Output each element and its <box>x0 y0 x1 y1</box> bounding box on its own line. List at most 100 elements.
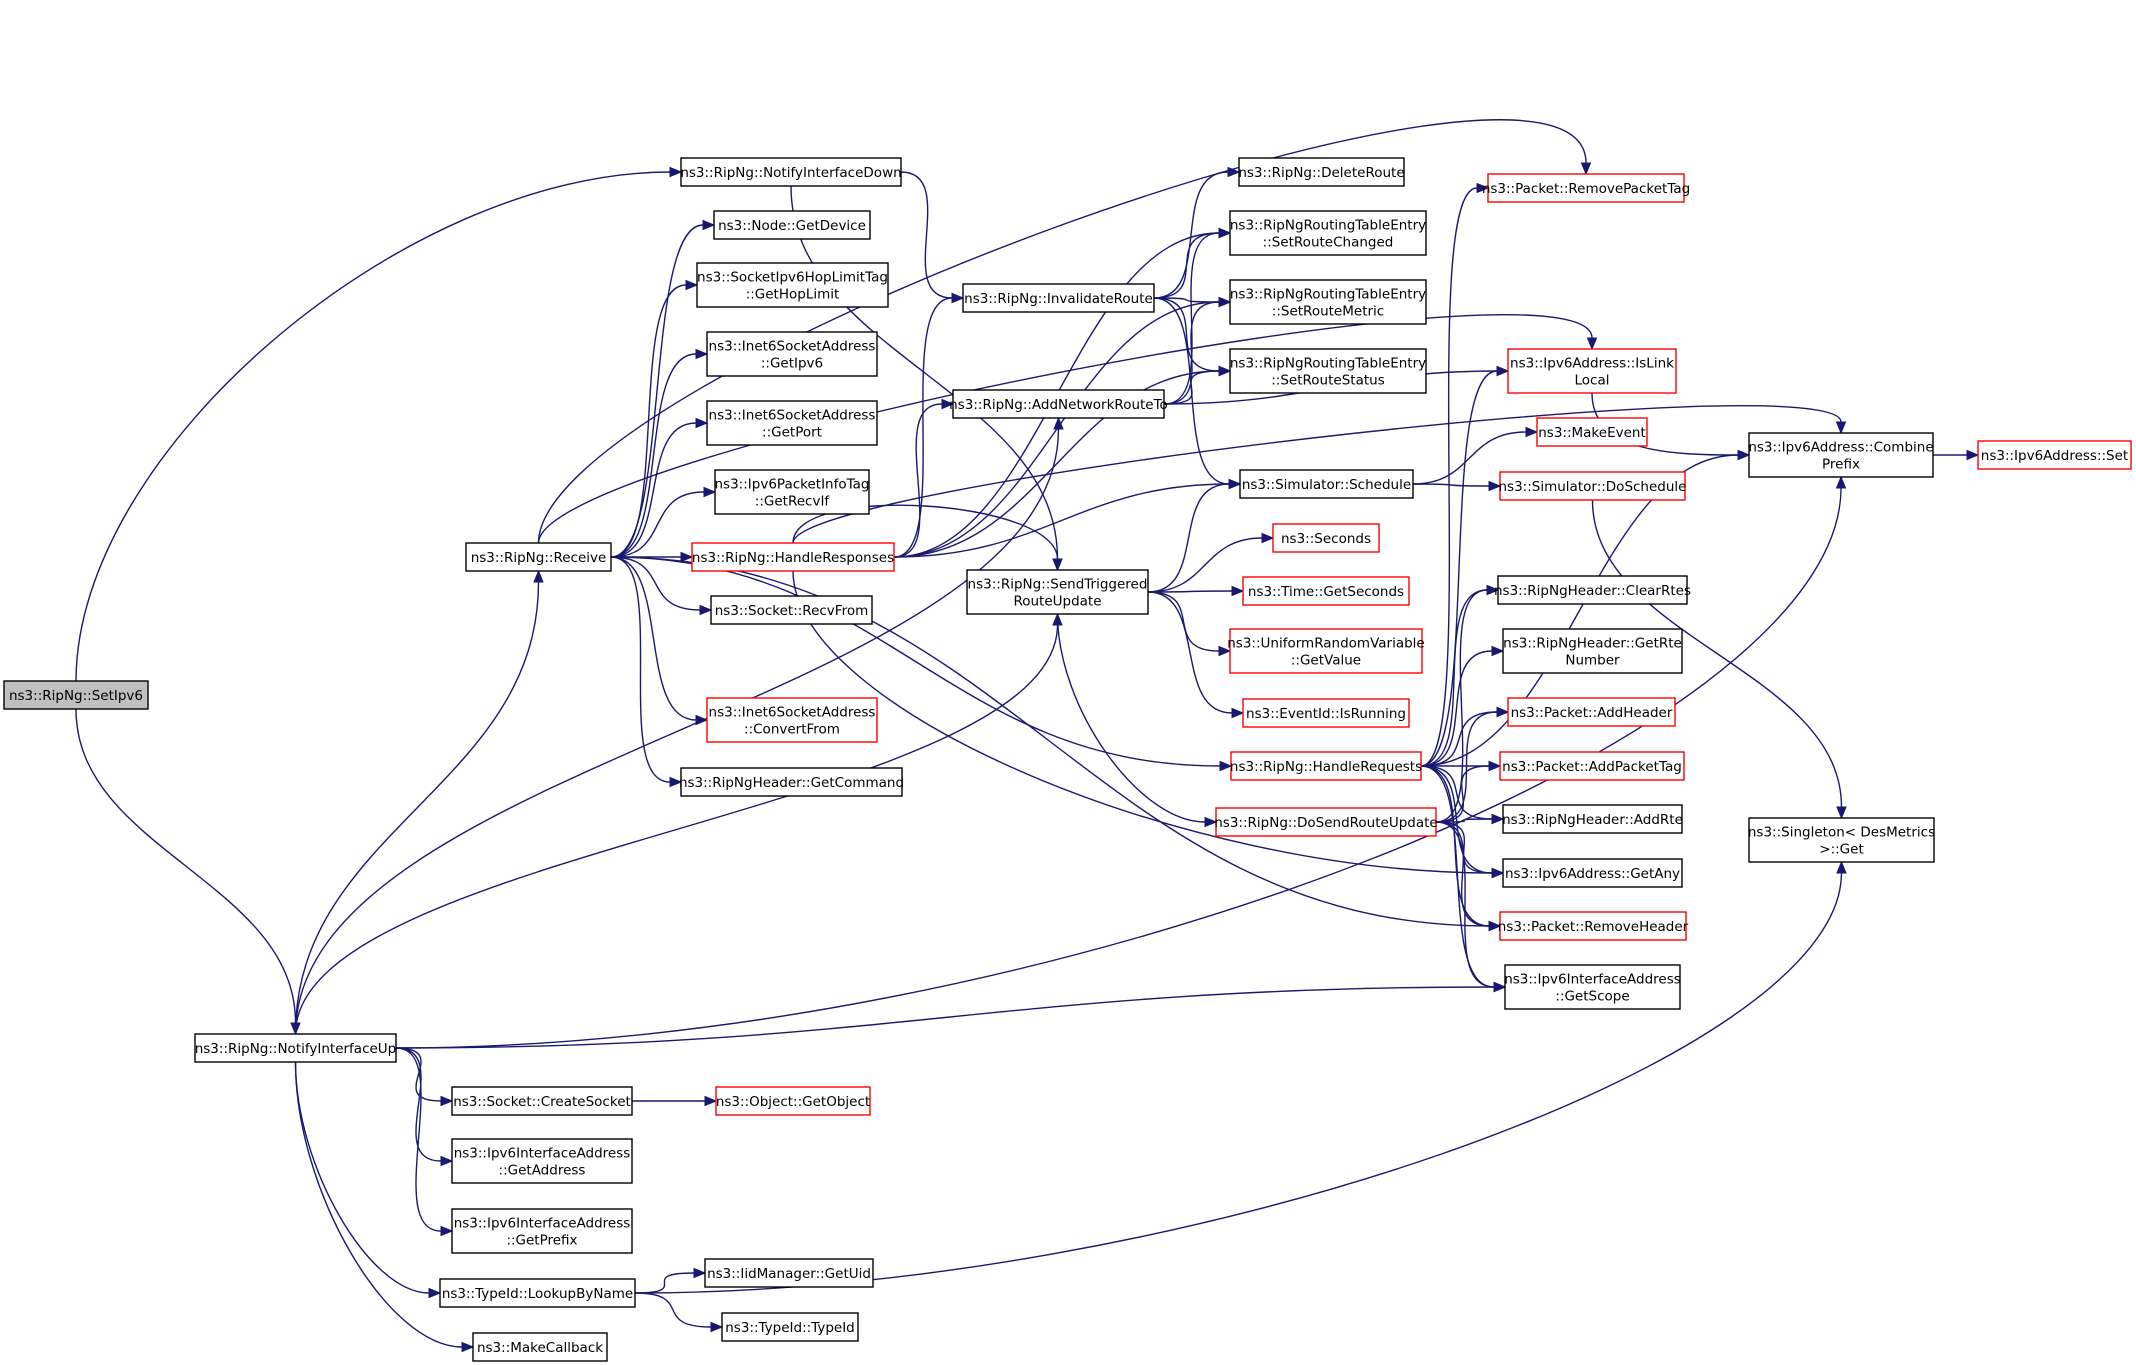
function-node-addpackettag[interactable]: ns3::Packet::AddPacketTag <box>1499 751 1685 781</box>
edge-line <box>1153 171 1229 299</box>
function-node-isrunning[interactable]: ns3::EventId::IsRunning <box>1242 698 1410 728</box>
node-label: ns3::RipNgRoutingTableEntry <box>1230 287 1426 303</box>
function-node-getuid[interactable]: ns3::IidManager::GetUid <box>704 1258 874 1288</box>
function-node-singletonget[interactable]: ns3::Singleton< DesMetrics >::Get <box>1748 817 1935 863</box>
arrowhead <box>461 1341 475 1353</box>
function-node-getany[interactable]: ns3::Ipv6Address::GetAny <box>1502 858 1683 888</box>
function-node-getport[interactable]: ns3::Inet6SocketAddress::GetPort <box>706 400 878 446</box>
call-edge-sendtriggered-to-schedule <box>1147 478 1242 593</box>
call-edge-receive-to-getcommand <box>610 556 683 788</box>
function-node-getaddress[interactable]: ns3::Ipv6InterfaceAddress::GetAddress <box>451 1138 633 1184</box>
node-label: ns3::RipNg::HandleRequests <box>1230 759 1422 775</box>
function-node-getipv6[interactable]: ns3::Inet6SocketAddress::GetIpv6 <box>706 331 878 377</box>
function-node-removepackettag[interactable]: ns3::Packet::RemovePacketTag <box>1482 173 1690 203</box>
edge-line <box>1435 821 1490 927</box>
node-label: ns3::IidManager::GetUid <box>707 1266 871 1282</box>
function-node-getvalue[interactable]: ns3::UniformRandomVariable::GetValue <box>1227 628 1425 674</box>
function-node-getprefix[interactable]: ns3::Ipv6InterfaceAddress::GetPrefix <box>451 1208 633 1254</box>
function-node-getdevice[interactable]: ns3::Node::GetDevice <box>713 210 871 240</box>
arrowhead <box>1218 645 1232 657</box>
call-edge-receive-to-getport <box>610 417 709 558</box>
edge-line <box>634 872 1843 1294</box>
function-node-seconds[interactable]: ns3::Seconds <box>1272 523 1380 553</box>
node-label: ns3::Packet::RemovePacketTag <box>1482 181 1690 197</box>
function-node-addrte[interactable]: ns3::RipNgHeader::AddRte <box>1502 804 1683 834</box>
arrowhead <box>1218 296 1232 308</box>
function-node-receive[interactable]: ns3::RipNg::Receive <box>465 542 612 572</box>
call-edge-receive-to-islinklocal <box>537 314 1598 544</box>
function-node-getobject[interactable]: ns3::Object::GetObject <box>715 1086 871 1116</box>
node-label: ns3::RipNgHeader::GetCommand <box>679 775 904 791</box>
edge-line <box>294 1061 463 1348</box>
function-node-setipv6[interactable]: ns3::RipNg::SetIpv6 <box>3 680 149 710</box>
arrowhead <box>1580 162 1592 176</box>
function-node-deleteroute[interactable]: ns3::RipNg::DeleteRoute <box>1238 157 1405 187</box>
function-node-getrecvif[interactable]: ns3::Ipv6PacketInfoTag::GetRecvIf <box>714 469 870 515</box>
function-node-makeevent[interactable]: ns3::MakeEvent <box>1536 417 1648 447</box>
node-box <box>713 210 871 240</box>
node-label: ns3::Ipv6InterfaceAddress <box>1504 972 1681 988</box>
edge-line <box>537 119 1587 544</box>
edge-line <box>1420 370 1498 767</box>
function-node-typeid[interactable]: ns3::TypeId::TypeId <box>721 1312 859 1342</box>
function-node-doschedule[interactable]: ns3::Simulator::DoSchedule <box>1499 471 1687 501</box>
arrowhead <box>693 1267 707 1279</box>
node-label: ns3::Ipv6Address::Combine <box>1748 440 1933 456</box>
node-label: ns3::Inet6SocketAddress <box>709 408 876 424</box>
function-node-notifyup[interactable]: ns3::RipNg::NotifyInterfaceUp <box>194 1033 397 1063</box>
node-box <box>706 400 878 446</box>
function-node-makecallback[interactable]: ns3::MakeCallback <box>472 1332 608 1362</box>
function-node-removeheader[interactable]: ns3::Packet::RemoveHeader <box>1498 911 1689 941</box>
edge-line <box>792 504 1059 560</box>
node-box <box>451 1208 633 1254</box>
call-edge-notifyup-to-createsocket <box>395 1047 454 1107</box>
function-node-handleresponses[interactable]: ns3::RipNg::HandleResponses <box>691 542 895 572</box>
arrowhead <box>1836 860 1847 874</box>
function-node-dosendrouteupdate[interactable]: ns3::RipNg::DoSendRouteUpdate <box>1214 807 1438 837</box>
node-label: ns3::RipNgRoutingTableEntry <box>1230 218 1426 234</box>
function-node-setroutestatus[interactable]: ns3::RipNgRoutingTableEntry::SetRouteSta… <box>1229 348 1427 394</box>
function-node-schedule[interactable]: ns3::Simulator::Schedule <box>1239 469 1414 499</box>
node-box <box>451 1138 633 1184</box>
function-node-getcommand[interactable]: ns3::RipNgHeader::GetCommand <box>679 767 904 797</box>
function-node-ipv6set[interactable]: ns3::Ipv6Address::Set <box>1977 440 2132 470</box>
function-node-convertfrom[interactable]: ns3::Inet6SocketAddress::ConvertFrom <box>706 697 878 743</box>
arrowhead <box>1488 760 1502 772</box>
arrowhead <box>1488 920 1502 932</box>
node-box <box>691 542 895 572</box>
edge-line <box>610 353 697 558</box>
node-box <box>1230 751 1422 781</box>
function-node-getseconds[interactable]: ns3::Time::GetSeconds <box>1242 576 1410 606</box>
node-box <box>451 1086 633 1116</box>
arrowhead <box>1491 645 1505 657</box>
function-node-lookupbyname[interactable]: ns3::TypeId::LookupByName <box>439 1278 636 1308</box>
function-node-invalidateroute[interactable]: ns3::RipNg::InvalidateRoute <box>962 283 1155 313</box>
function-node-addheader[interactable]: ns3::Packet::AddHeader <box>1507 697 1676 727</box>
node-label: ns3::EventId::IsRunning <box>1246 706 1406 722</box>
function-node-clearrtes[interactable]: ns3::RipNgHeader::ClearRtes <box>1494 575 1691 605</box>
edge-line <box>1163 301 1220 405</box>
function-node-setroutechanged[interactable]: ns3::RipNgRoutingTableEntry::SetRouteCha… <box>1229 210 1427 256</box>
function-node-notifydown[interactable]: ns3::RipNg::NotifyInterfaceDown <box>680 157 902 187</box>
function-node-handlerequests[interactable]: ns3::RipNg::HandleRequests <box>1230 751 1422 781</box>
function-node-recvfrom[interactable]: ns3::Socket::RecvFrom <box>710 595 873 625</box>
call-edge-receive-to-getipv6 <box>610 348 709 558</box>
edge-line <box>1147 591 1233 714</box>
function-node-gethoplimit[interactable]: ns3::SocketIpv6HopLimitTag::GetHopLimit <box>696 262 889 308</box>
node-label: ns3::RipNg::DoSendRouteUpdate <box>1214 815 1437 831</box>
call-edge-schedule-to-makeevent <box>1412 426 1539 485</box>
function-node-addnetworkroute[interactable]: ns3::RipNg::AddNetworkRouteTo <box>949 389 1168 419</box>
node-box <box>1238 157 1405 187</box>
edge-line <box>1056 613 1206 823</box>
function-node-getscope[interactable]: ns3::Ipv6InterfaceAddress::GetScope <box>1504 964 1681 1010</box>
function-node-createsocket[interactable]: ns3::Socket::CreateSocket <box>451 1086 633 1116</box>
node-box <box>1229 348 1427 394</box>
node-box <box>680 767 903 797</box>
node-label: Prefix <box>1822 457 1860 473</box>
call-edges <box>75 119 1980 1353</box>
function-node-setroutemetric[interactable]: ns3::RipNgRoutingTableEntry::SetRouteMet… <box>1229 279 1427 325</box>
